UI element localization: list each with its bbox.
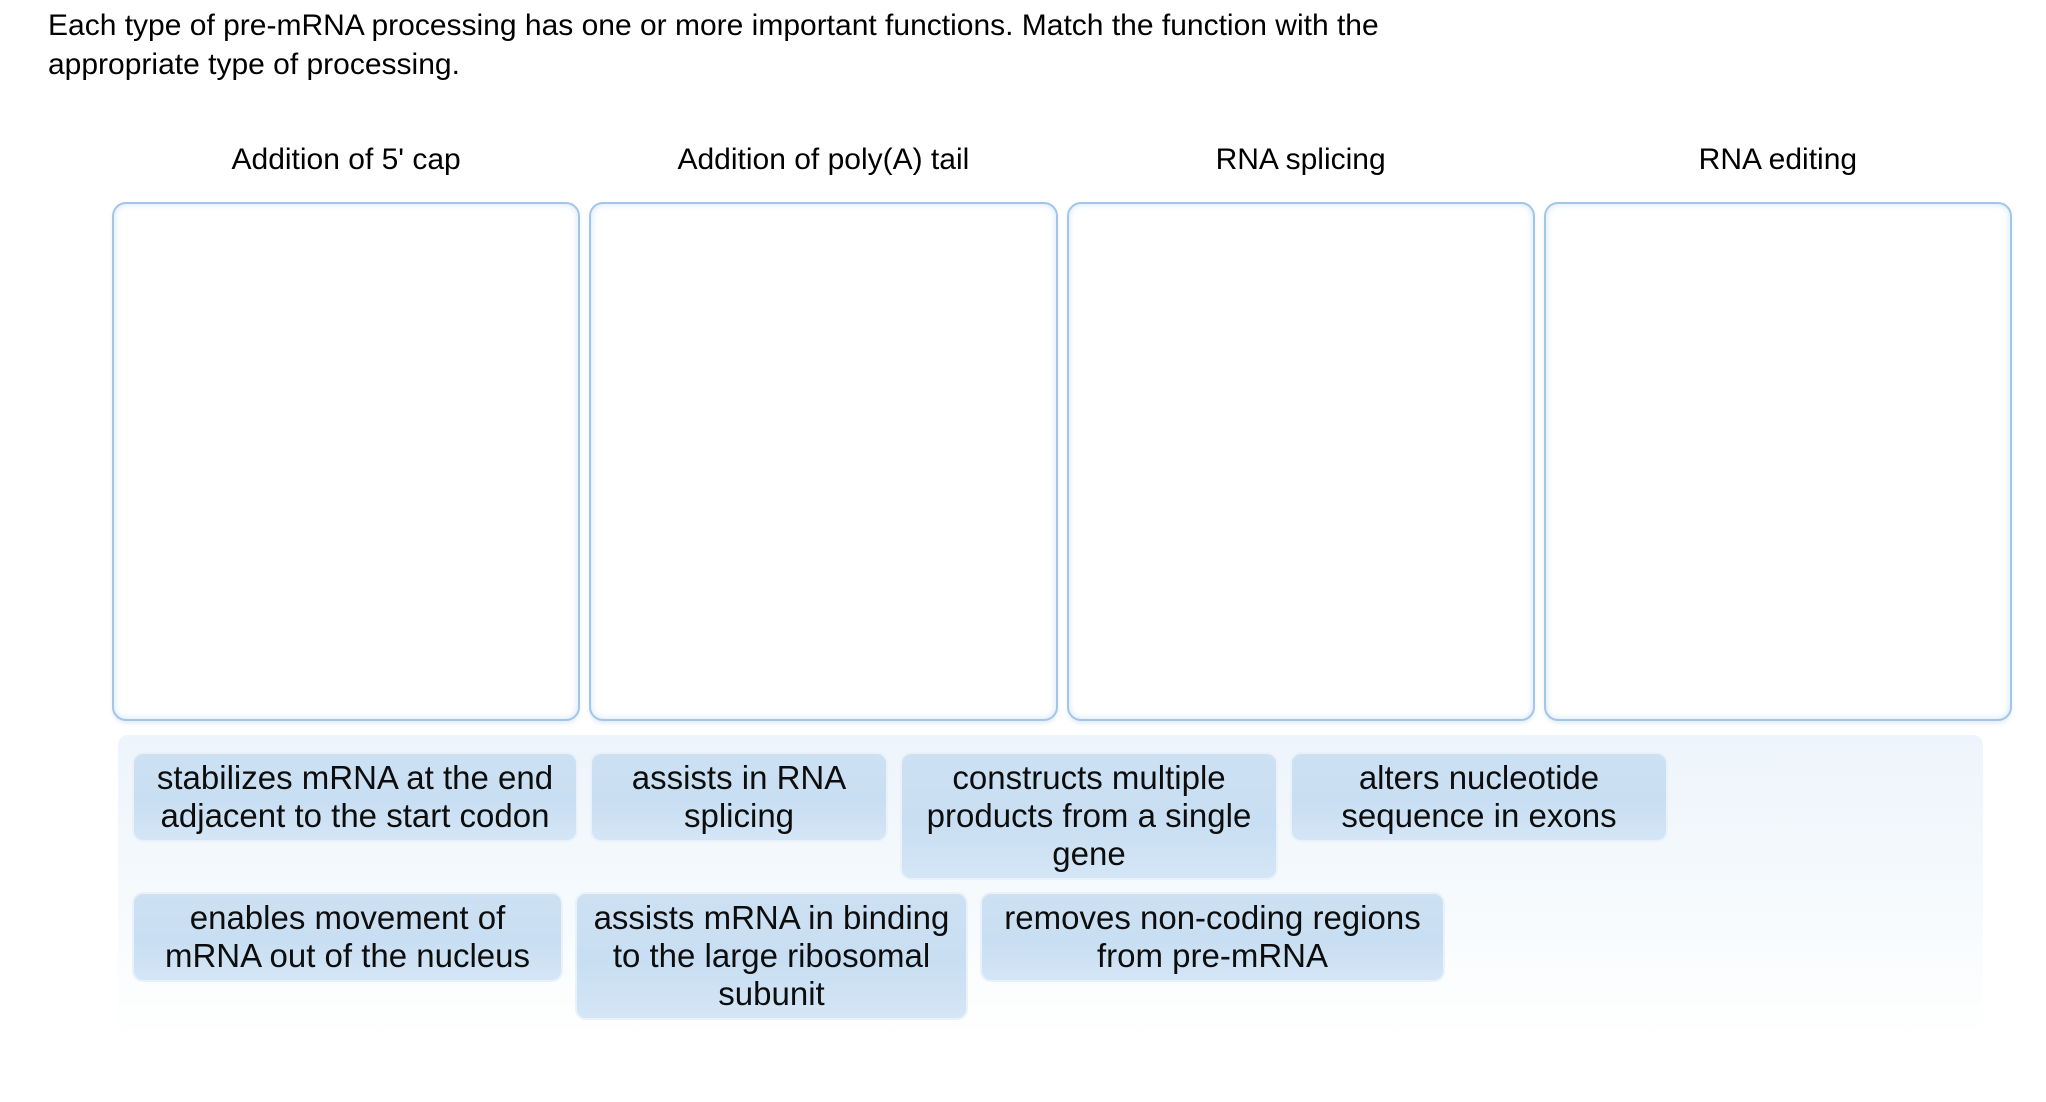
answer-tray: stabilizes mRNA at the end adjacent to t… [118, 735, 1983, 1040]
question-prompt-line1: Each type of pre-mRNA processing has one… [48, 9, 1379, 42]
tile-assists-mrna-binding-ribosome[interactable]: assists mRNA in binding to the large rib… [575, 892, 968, 1020]
tile-removes-non-coding-regions[interactable]: removes non-coding regions from pre-mRNA [980, 892, 1445, 982]
column-header-addition-of-5-cap: Addition of 5' cap [231, 143, 461, 176]
column-header-addition-of-polya-tail: Addition of poly(A) tail [677, 143, 970, 176]
drop-zone-rna-splicing[interactable] [1066, 202, 1535, 721]
tile-enables-movement-of-mrna[interactable]: enables movement of mRNA out of the nucl… [132, 892, 563, 982]
column-header-rna-editing: RNA editing [1698, 143, 1858, 176]
column-addition-of-polya-tail: Addition of poly(A) tail [589, 140, 1058, 721]
question-prompt-line2: appropriate type of processing. [48, 48, 460, 81]
tile-alters-nucleotide-sequence[interactable]: alters nucleotide sequence in exons [1290, 752, 1668, 842]
tile-assists-in-rna-splicing[interactable]: assists in RNA splicing [590, 752, 888, 842]
column-rna-splicing: RNA splicing [1066, 140, 1535, 721]
column-header-rna-splicing: RNA splicing [1215, 143, 1386, 176]
drop-zone-rna-editing[interactable] [1543, 202, 2012, 721]
question-prompt: Each type of pre-mRNA processing has one… [48, 6, 1379, 84]
answer-tiles: stabilizes mRNA at the end adjacent to t… [118, 735, 1983, 1032]
drop-zone-addition-of-5-cap[interactable] [112, 202, 581, 721]
column-rna-editing: RNA editing [1543, 140, 2012, 721]
tile-stabilizes-mrna[interactable]: stabilizes mRNA at the end adjacent to t… [132, 752, 578, 842]
column-addition-of-5-cap: Addition of 5' cap [112, 140, 581, 721]
tile-constructs-multiple-products[interactable]: constructs multiple products from a sing… [900, 752, 1278, 880]
drop-zone-addition-of-polya-tail[interactable] [589, 202, 1058, 721]
match-columns: Addition of 5' cap Addition of poly(A) t… [112, 140, 2012, 721]
